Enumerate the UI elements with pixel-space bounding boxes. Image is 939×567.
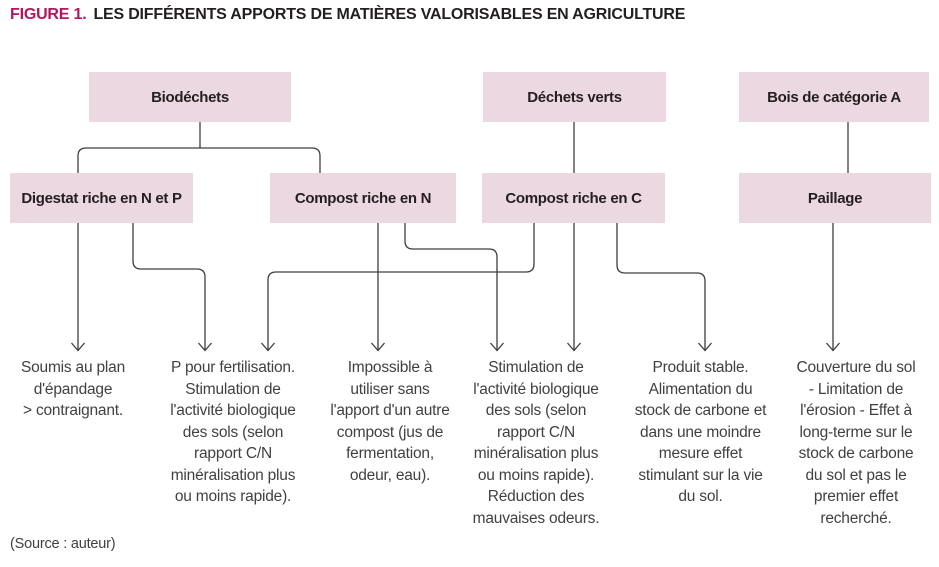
arrowhead <box>261 342 275 352</box>
arrowhead <box>71 342 85 352</box>
outcome-produit-stable: Produit stable. Alimentation du stock de… <box>634 359 767 505</box>
source-note: (Source : auteur) <box>10 536 116 552</box>
node-compost-riche-en-n: Compost riche en N <box>270 173 456 223</box>
outcome-stimulation-sols: Stimulation de l'activité biologique des… <box>472 359 600 527</box>
arrow-compostc-outcome2 <box>267 223 535 350</box>
arrow-compostn-outcome4 <box>404 223 498 350</box>
node-dechets-verts: Déchets verts <box>483 72 666 122</box>
arrowhead <box>198 342 212 352</box>
node-biodechets: Biodéchets <box>89 72 291 122</box>
arrowhead <box>371 342 385 352</box>
wire-biodechets-branch <box>77 147 321 173</box>
arrow-digestat-outcome2 <box>132 223 206 350</box>
arrowhead <box>490 342 504 352</box>
figure-title-text: LES DIFFÉRENTS APPORTS DE MATIÈRES VALOR… <box>93 6 686 23</box>
node-digestat: Digestat riche en N et P <box>10 173 193 223</box>
node-paillage: Paillage <box>739 173 931 223</box>
node-compost-riche-en-c: Compost riche en C <box>482 173 665 223</box>
arrow-compostc-outcome5 <box>616 223 706 350</box>
outcome-epandage: Soumis au plan d'épandage > contraignant… <box>20 359 126 419</box>
figure-title: FIGURE 1. LES DIFFÉRENTS APPORTS DE MATIÈ… <box>10 6 685 24</box>
outcome-couverture-sol: Couverture du sol - Limitation de l'éros… <box>796 359 916 527</box>
arrowhead <box>567 342 581 352</box>
figure-label: FIGURE 1. <box>10 6 87 23</box>
arrowhead <box>698 342 712 352</box>
outcome-fertilisation: P pour fertilisation. Stimulation de l'a… <box>170 359 296 505</box>
outcome-impossible-seul: Impossible à utiliser sans l'apport d'un… <box>330 359 450 484</box>
arrowhead <box>826 342 840 352</box>
node-bois-categorie-a: Bois de catégorie A <box>739 72 929 122</box>
